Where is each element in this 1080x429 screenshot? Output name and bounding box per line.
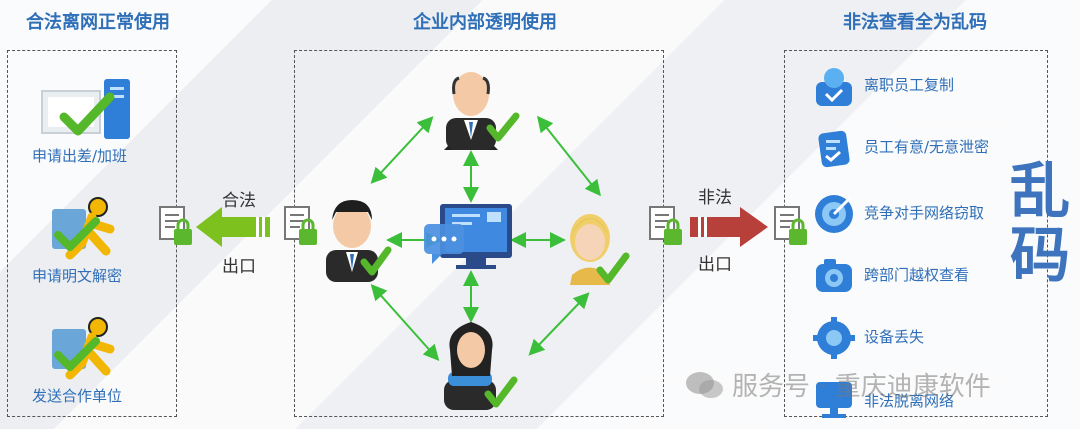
employee-avatar bbox=[444, 322, 518, 410]
garbled-text-label: 乱码 bbox=[1010, 157, 1070, 291]
link-arrow bbox=[537, 115, 601, 197]
right-item-4-label: 跨部门越权查看 bbox=[864, 266, 970, 284]
locked-document-icon bbox=[774, 206, 807, 245]
right-item-5-label: 设备丢失 bbox=[864, 328, 925, 346]
clipboard-leak-icon bbox=[818, 130, 850, 168]
wechat-icon bbox=[686, 372, 723, 398]
target-icon bbox=[815, 195, 853, 233]
link-arrow bbox=[528, 292, 590, 356]
network-diagram bbox=[326, 72, 630, 410]
left-section-title: 合法离网正常使用 bbox=[26, 12, 170, 33]
locked-document-icon bbox=[159, 206, 192, 245]
employee-avatar bbox=[326, 200, 392, 282]
right-item-1-label: 离职员工复制 bbox=[864, 76, 955, 94]
user-copy-icon bbox=[816, 68, 852, 106]
illegal-label-bottom: 出口 bbox=[698, 255, 732, 275]
illegal-exit-arrow bbox=[690, 207, 768, 247]
legal-exit-arrow bbox=[196, 207, 270, 247]
manager-avatar bbox=[444, 72, 520, 150]
legal-label-bottom: 出口 bbox=[222, 257, 256, 277]
left-item-2-label: 申请明文解密 bbox=[32, 267, 123, 285]
runner-approved-icon bbox=[52, 317, 115, 380]
right-item-3-label: 竞争对手网络窃取 bbox=[864, 204, 985, 222]
link-arrow bbox=[370, 284, 440, 361]
monitor-chat-icon bbox=[424, 204, 512, 269]
network-monitor-icon bbox=[816, 382, 852, 418]
link-arrow bbox=[370, 116, 434, 184]
locked-document-icon bbox=[649, 206, 682, 245]
employee-avatar bbox=[570, 214, 630, 285]
computer-approved-icon bbox=[41, 79, 130, 139]
device-gear-icon bbox=[813, 317, 855, 359]
left-item-3-label: 发送合作单位 bbox=[32, 387, 123, 405]
legal-label-top: 合法 bbox=[222, 191, 256, 211]
left-item-1-label: 申请出差/加班 bbox=[32, 147, 128, 165]
middle-section-title: 企业内部透明使用 bbox=[413, 12, 557, 33]
right-item-6-label: 非法脱离网络 bbox=[864, 392, 955, 410]
right-section-title: 非法查看全为乱码 bbox=[843, 12, 987, 33]
camera-icon bbox=[816, 259, 852, 292]
illegal-label-top: 非法 bbox=[698, 188, 732, 208]
runner-approved-icon bbox=[52, 197, 115, 260]
right-item-2-label: 员工有意/无意泄密 bbox=[864, 138, 990, 156]
locked-document-icon bbox=[284, 206, 317, 245]
watermark-text: 服务号 · 重庆迪康软件 bbox=[732, 372, 991, 402]
